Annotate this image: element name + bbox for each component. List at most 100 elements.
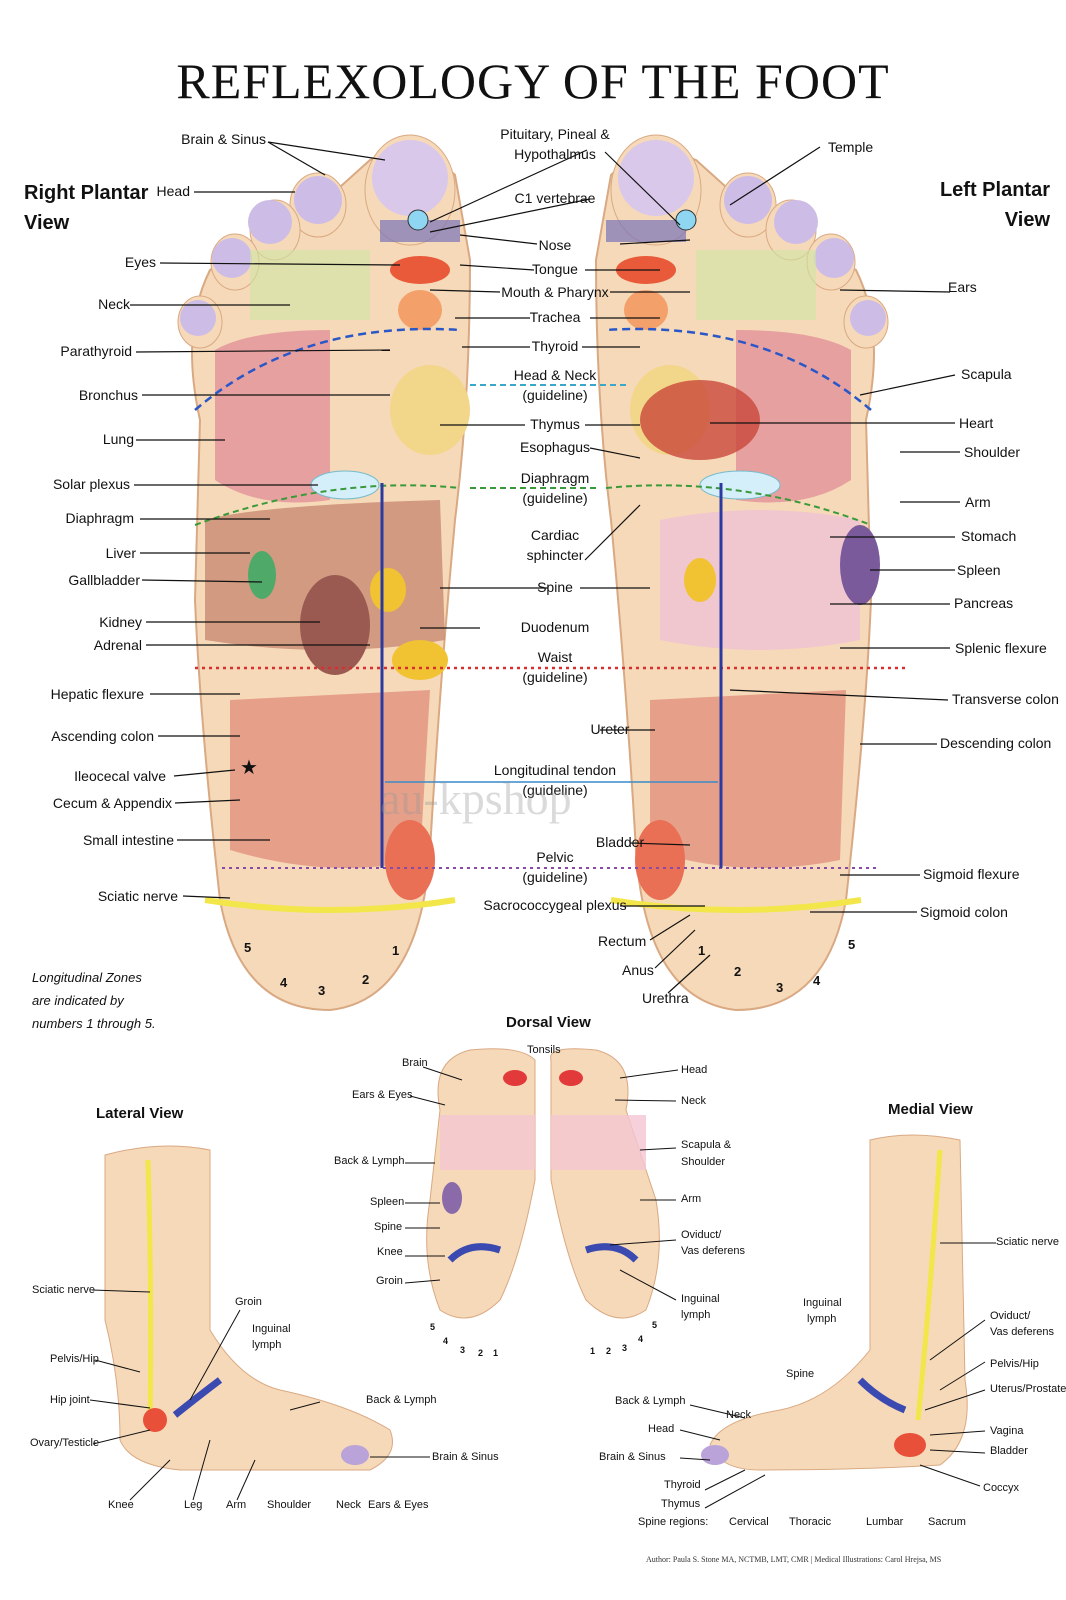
label-hepatic-flexure: Hepatic flexure bbox=[50, 686, 144, 702]
left-plantar-view-heading: Left Plantar View bbox=[939, 179, 1050, 231]
label-head-neck-guideline: Head & Neck bbox=[513, 367, 597, 383]
label-waist-guideline: Waist bbox=[537, 649, 573, 665]
label-thymus: Thymus bbox=[530, 416, 580, 432]
page-title: REFLEXOLOGY OF THE FOOT bbox=[176, 53, 890, 109]
lateral-label-inguinal: Inguinal bbox=[252, 1323, 291, 1335]
medial-label-lumbar: Lumbar bbox=[866, 1516, 904, 1528]
author-credit: Author: Paula S. Stone MA, NCTMB, LMT, C… bbox=[646, 1555, 942, 1564]
lateral-label-hip-joint: Hip joint bbox=[50, 1394, 90, 1406]
label-thyroid: Thyroid bbox=[531, 338, 579, 354]
dorsal-zone-3-right: 3 bbox=[460, 1345, 466, 1355]
label-scapula: Scapula bbox=[961, 366, 1012, 382]
label-ureter: Ureter bbox=[590, 721, 630, 737]
dorsal-label-vas-deferens: Vas deferens bbox=[681, 1245, 746, 1257]
label-diaphragm-guideline-sub: (guideline) bbox=[522, 490, 588, 506]
right-plantar-foot bbox=[177, 134, 472, 1012]
label-ileocecal-valve: Ileocecal valve bbox=[74, 768, 166, 784]
zone-3-right: 3 bbox=[318, 983, 326, 998]
dorsal-zone-2-right: 2 bbox=[478, 1348, 484, 1358]
label-parathyroid: Parathyroid bbox=[60, 343, 132, 359]
star-icon: ★ bbox=[240, 757, 258, 779]
label-pancreas: Pancreas bbox=[954, 595, 1014, 611]
lateral-label-shoulder: Shoulder bbox=[267, 1499, 312, 1511]
lateral-label-knee: Knee bbox=[108, 1499, 134, 1511]
small-leader-lines bbox=[89, 1066, 996, 1509]
medial-label-inguinal: Inguinal bbox=[803, 1297, 842, 1309]
dorsal-label-brain: Brain bbox=[402, 1057, 428, 1069]
label-head-neck-guideline-sub: (guideline) bbox=[522, 387, 588, 403]
label-brain-sinus: Brain & Sinus bbox=[181, 131, 266, 147]
medial-label-thymus: Thymus bbox=[661, 1498, 701, 1510]
label-pelvic-guideline-sub: (guideline) bbox=[522, 869, 588, 885]
dorsal-zone-3-left: 3 bbox=[622, 1343, 628, 1353]
label-pituitary: Pituitary, Pineal & bbox=[500, 126, 610, 142]
dorsal-view-heading: Dorsal View bbox=[506, 1014, 591, 1031]
label-longitudinal-tendon-sub: (guideline) bbox=[522, 782, 588, 798]
medial-label-thyroid: Thyroid bbox=[664, 1479, 701, 1491]
medial-label-pelvis-hip: Pelvis/Hip bbox=[990, 1358, 1039, 1370]
dorsal-label-inguinal: Inguinal bbox=[681, 1293, 720, 1305]
lateral-label-ears-eyes: Ears & Eyes bbox=[368, 1499, 429, 1511]
label-nose: Nose bbox=[538, 237, 572, 253]
lateral-label-back-lymph: Back & Lymph bbox=[366, 1394, 437, 1406]
medial-label-vagina: Vagina bbox=[990, 1425, 1024, 1437]
label-splenic-flexure: Splenic flexure bbox=[955, 640, 1047, 656]
lateral-foot bbox=[104, 1145, 393, 1471]
zone-note-line-3: numbers 1 through 5. bbox=[32, 1016, 156, 1031]
medial-label-uterus-prostate: Uterus/Prostate bbox=[990, 1383, 1066, 1395]
medial-label-coccyx: Coccyx bbox=[983, 1482, 1020, 1494]
label-neck: Neck bbox=[98, 296, 130, 312]
label-adrenal: Adrenal bbox=[93, 637, 142, 653]
label-sciatic-nerve: Sciatic nerve bbox=[97, 888, 178, 904]
lateral-label-ovary-testicle: Ovary/Testicle bbox=[30, 1437, 100, 1449]
dorsal-label-knee: Knee bbox=[377, 1246, 403, 1258]
medial-label-thoracic: Thoracic bbox=[789, 1516, 832, 1528]
lateral-label-arm: Arm bbox=[226, 1499, 247, 1511]
label-diaphragm-guideline: Diaphragm bbox=[520, 470, 590, 486]
label-spleen: Spleen bbox=[957, 562, 1001, 578]
lateral-label-sciatic-nerve: Sciatic nerve bbox=[32, 1284, 95, 1296]
zone-4-left: 4 bbox=[813, 973, 821, 988]
label-gallbladder: Gallbladder bbox=[68, 572, 140, 588]
dorsal-label-ears-eyes: Ears & Eyes bbox=[352, 1089, 413, 1101]
lateral-view-heading: Lateral View bbox=[96, 1105, 184, 1122]
dorsal-zone-5-right: 5 bbox=[430, 1322, 436, 1332]
watermark: au-kpshop bbox=[380, 773, 572, 824]
label-ascending-colon: Ascending colon bbox=[51, 728, 154, 744]
dorsal-label-head: Head bbox=[681, 1064, 708, 1076]
label-arm: Arm bbox=[965, 494, 991, 510]
medial-label-head: Head bbox=[648, 1423, 675, 1435]
medial-foot bbox=[701, 1134, 968, 1471]
label-cecum-appendix: Cecum & Appendix bbox=[52, 795, 172, 811]
dorsal-zone-1-left: 1 bbox=[590, 1346, 596, 1356]
label-sacrococcygeal-plexus: Sacrococcygeal plexus bbox=[483, 897, 627, 913]
right-plantar-view-heading: Right Plantar View bbox=[24, 182, 149, 234]
zone-1-left: 1 bbox=[698, 943, 706, 958]
label-bronchus: Bronchus bbox=[78, 387, 138, 403]
label-spine: Spine bbox=[537, 579, 573, 595]
dorsal-label-oviduct: Oviduct/ bbox=[681, 1229, 722, 1241]
label-pelvic-guideline: Pelvic bbox=[536, 849, 574, 865]
zone-2-left: 2 bbox=[734, 964, 742, 979]
medial-label-lymph: lymph bbox=[807, 1313, 837, 1325]
dorsal-feet bbox=[426, 1048, 660, 1319]
dorsal-zone-5-left: 5 bbox=[652, 1320, 658, 1330]
medial-label-sacrum: Sacrum bbox=[928, 1516, 966, 1528]
lateral-label-pelvis-hip: Pelvis/Hip bbox=[50, 1353, 99, 1365]
label-heart: Heart bbox=[959, 415, 994, 431]
label-anus: Anus bbox=[622, 962, 654, 978]
dorsal-zone-4-left: 4 bbox=[638, 1334, 644, 1344]
zone-1-right: 1 bbox=[392, 943, 400, 958]
dorsal-label-lymph: lymph bbox=[681, 1309, 711, 1321]
medial-label-spine-regions: Spine regions: bbox=[638, 1516, 709, 1528]
zone-2-right: 2 bbox=[362, 972, 370, 987]
label-eyes: Eyes bbox=[124, 254, 156, 270]
label-c1-vertebrae: C1 vertebrae bbox=[514, 190, 596, 206]
dorsal-label-shoulder: Shoulder bbox=[681, 1156, 726, 1168]
label-esophagus: Esophagus bbox=[519, 439, 591, 455]
lateral-label-lymph: lymph bbox=[252, 1339, 282, 1351]
label-trachea: Trachea bbox=[529, 309, 581, 325]
label-stomach: Stomach bbox=[961, 528, 1017, 544]
label-diaphragm: Diaphragm bbox=[65, 510, 134, 526]
